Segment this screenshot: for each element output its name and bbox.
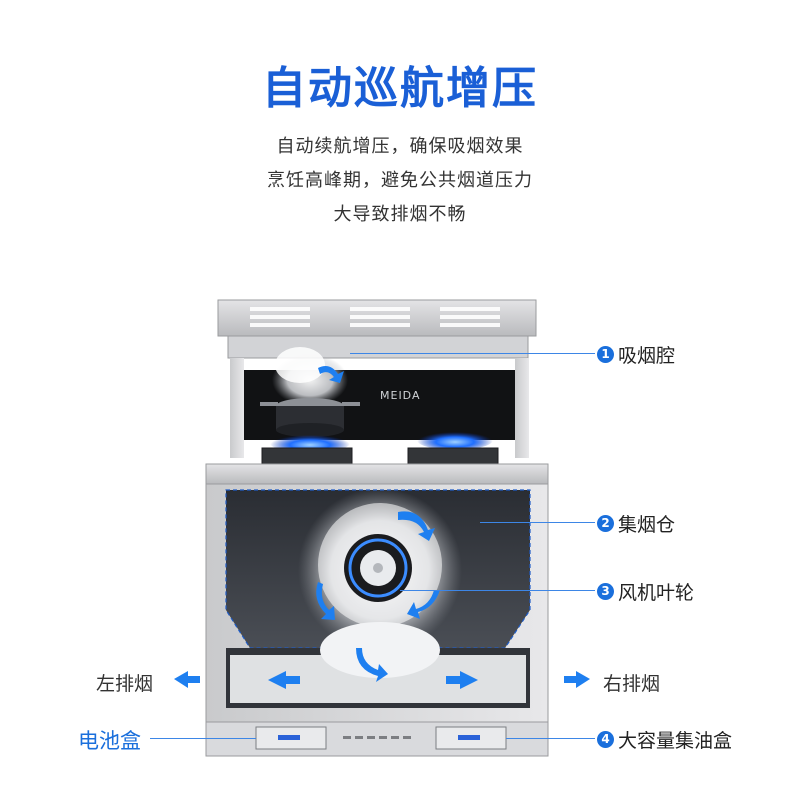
callout-number: 1 bbox=[597, 346, 614, 363]
left-exhaust-label: 左排烟 bbox=[96, 673, 154, 695]
fan-impeller bbox=[344, 534, 412, 602]
callout-number: 4 bbox=[597, 731, 614, 748]
callout-line-2 bbox=[480, 522, 595, 523]
callout-line-battery bbox=[150, 738, 256, 739]
subtitle-line-3: 大导致排烟不畅 bbox=[333, 204, 467, 225]
callout-smoke-collection-chamber: 2 集烟仓 bbox=[597, 510, 675, 537]
brand-logo: MEIDA bbox=[380, 389, 421, 402]
callout-oil-box: 4 大容量集油盒 bbox=[597, 726, 732, 753]
callout-number: 3 bbox=[597, 583, 614, 600]
callout-text: 风机叶轮 bbox=[618, 582, 695, 604]
right-exhaust-label: 右排烟 bbox=[603, 673, 661, 695]
subtitle-line-1: 自动续航增压，确保吸烟效果 bbox=[276, 136, 524, 157]
callout-line-4 bbox=[506, 738, 595, 739]
cooktop bbox=[205, 463, 549, 485]
flow-arrow-icon bbox=[174, 366, 590, 689]
callout-line-3 bbox=[400, 590, 595, 591]
callout-number: 2 bbox=[597, 515, 614, 532]
callout-fan-impeller: 3 风机叶轮 bbox=[597, 578, 694, 605]
callout-text: 大容量集油盒 bbox=[618, 730, 733, 752]
callout-suction-chamber: 1 吸烟腔 bbox=[597, 341, 675, 368]
battery-box-label: 电池盒 bbox=[78, 729, 141, 753]
callout-text: 吸烟腔 bbox=[618, 345, 676, 367]
callout-text: 集烟仓 bbox=[618, 514, 676, 536]
page-title: 自动巡航增压 bbox=[262, 63, 538, 114]
callout-line-1 bbox=[350, 353, 595, 354]
cooking-pot bbox=[260, 398, 360, 437]
subtitle-line-2: 烹饪高峰期，避免公共烟道压力 bbox=[267, 170, 533, 191]
